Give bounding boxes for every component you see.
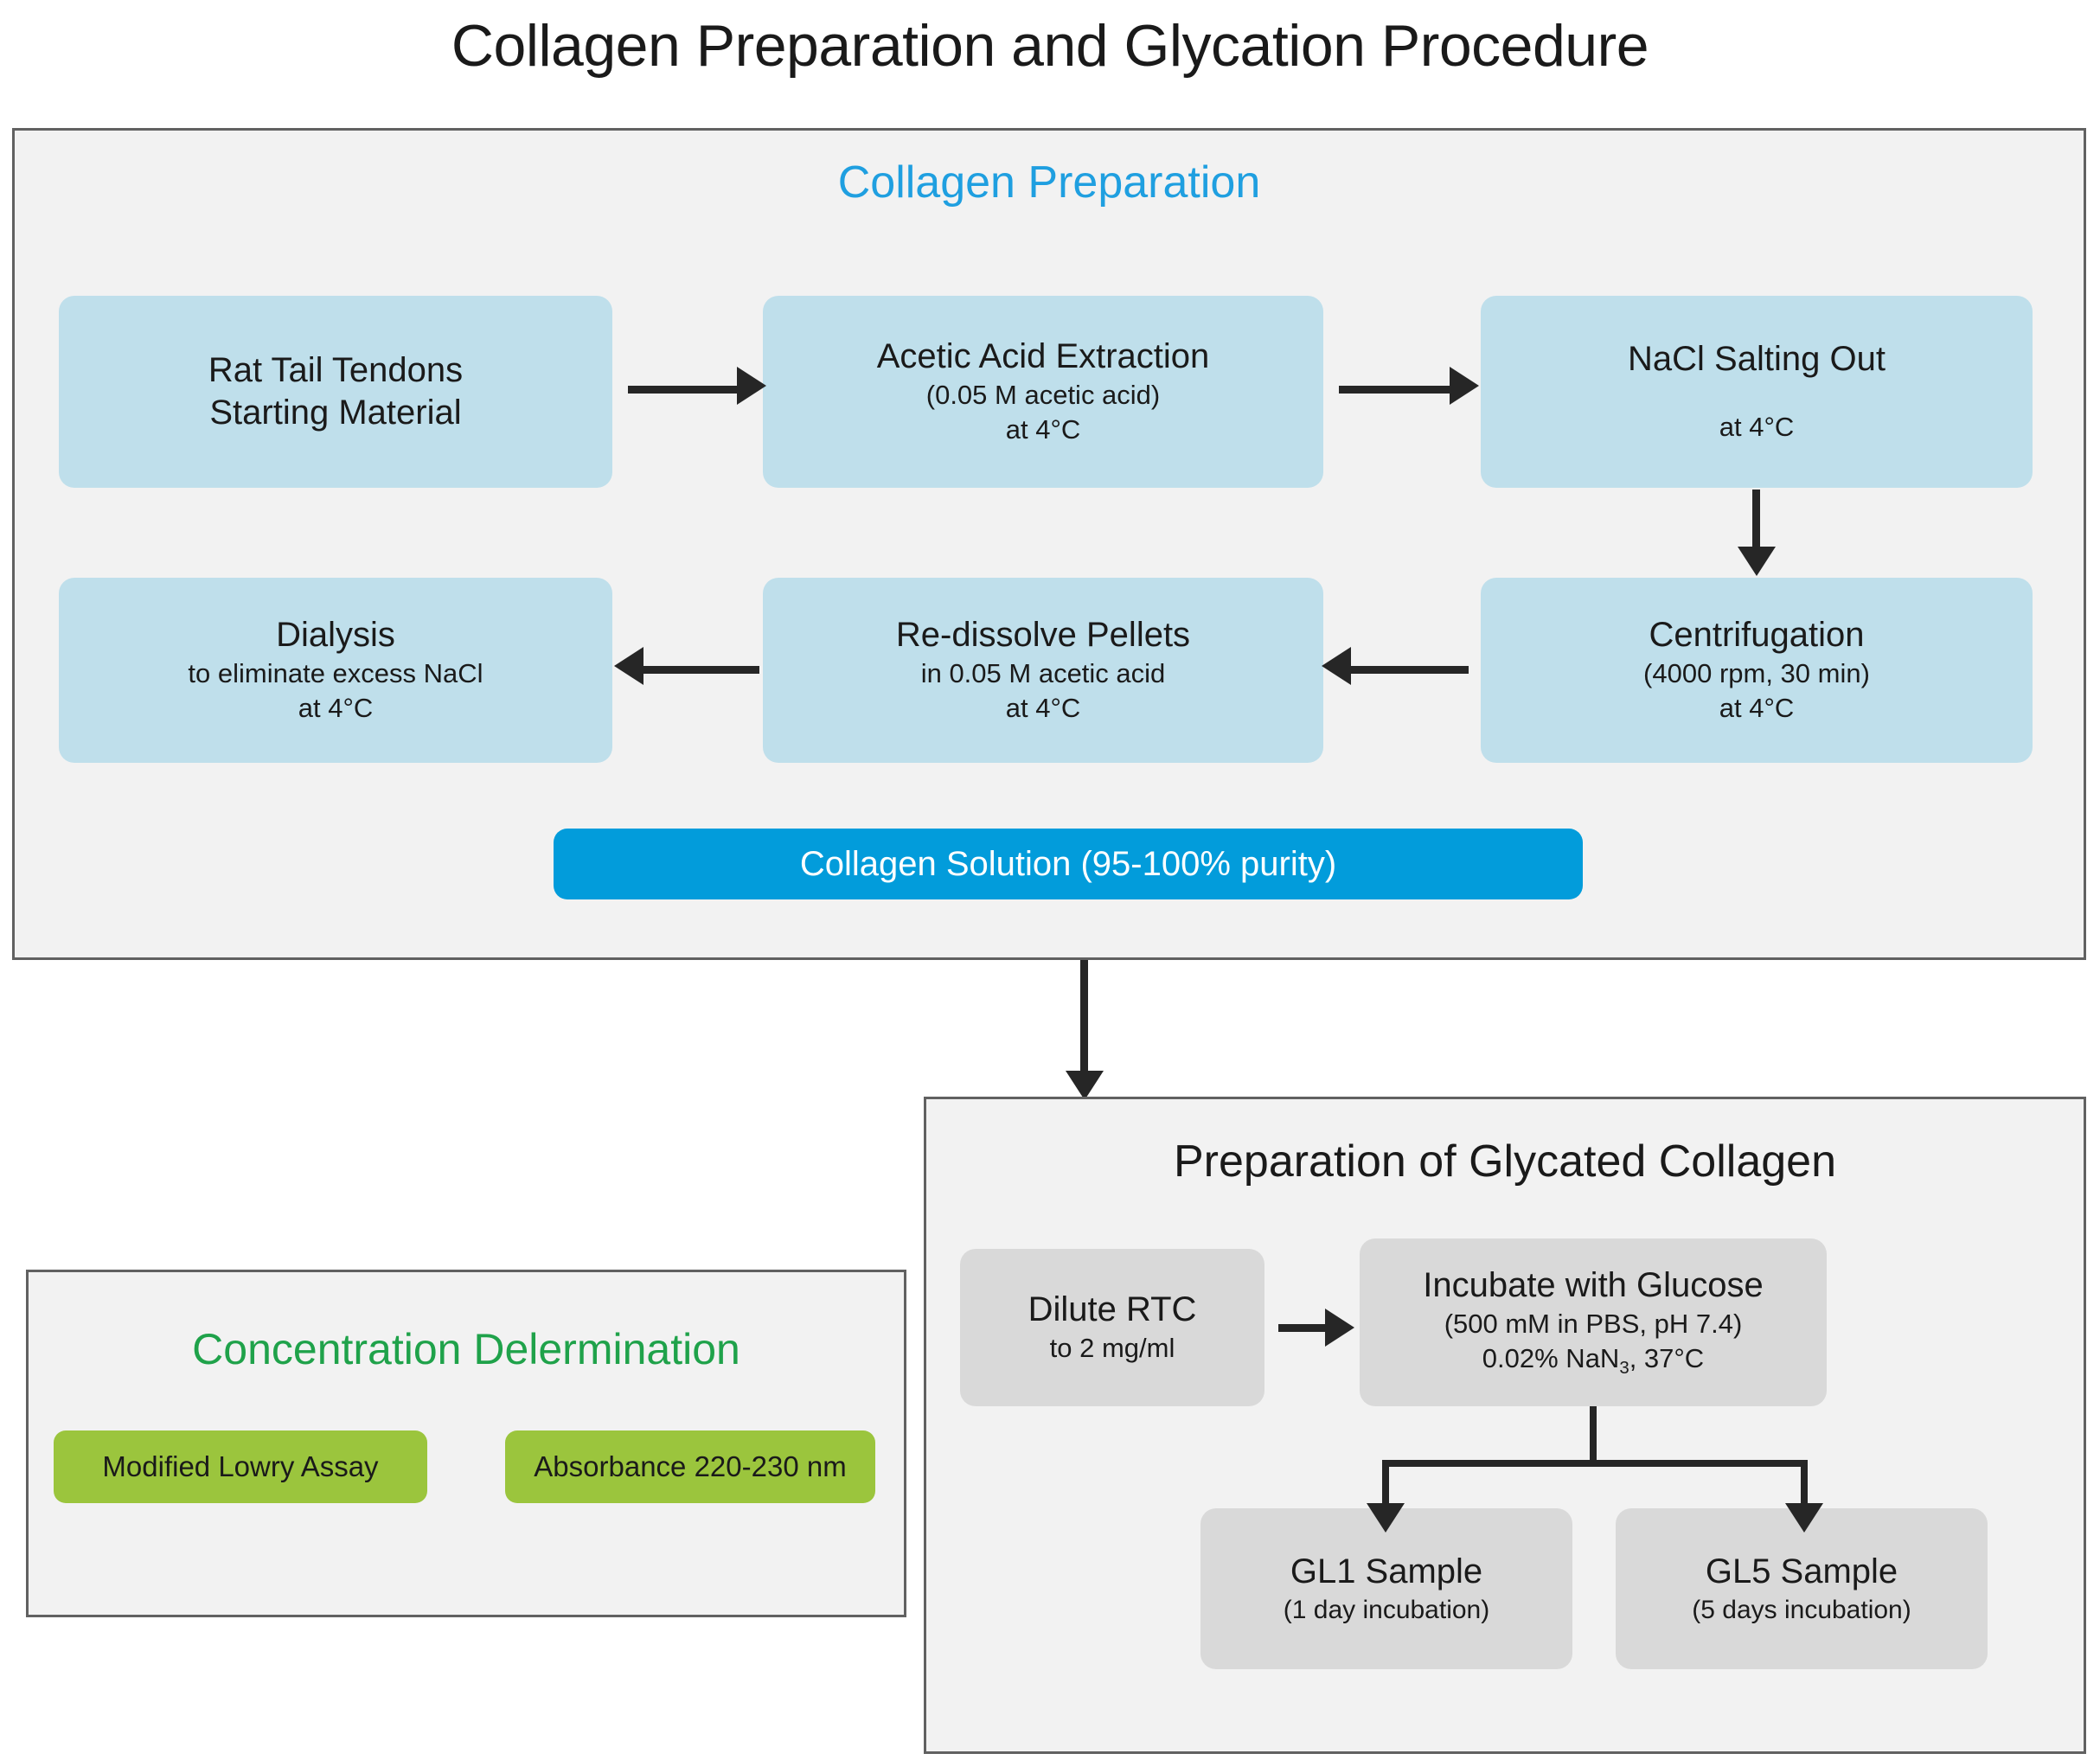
arrow-re-dissolve-to-dialysis	[643, 666, 759, 674]
arrow-centrifugation-to-re-dissolve	[1351, 666, 1469, 674]
step-incubate-with-glucose: Incubate with Glucose (500 mM in PBS, pH…	[1360, 1238, 1827, 1406]
nan3-subscript: 3	[1619, 1358, 1629, 1379]
step-conditions: 0.02% NaN3, 37°C	[1482, 1341, 1704, 1380]
step-centrifugation: Centrifugation (4000 rpm, 30 min) at 4°C	[1481, 578, 2033, 763]
collagen-preparation-panel: Collagen Preparation	[12, 128, 2086, 960]
step-re-dissolve-pellets: Re-dissolve Pellets in 0.05 M acetic aci…	[763, 578, 1323, 763]
fork-leg-gl1	[1382, 1460, 1389, 1508]
arrow-left-icon	[1322, 647, 1351, 685]
step-temperature: at 4°C	[298, 693, 374, 724]
arrow-down-icon	[1066, 1071, 1104, 1100]
sample-gl5: GL5 Sample (5 days incubation)	[1616, 1508, 1988, 1669]
step-title: Re-dissolve Pellets	[895, 616, 1191, 655]
step-title: NaCl Salting Out	[1628, 340, 1886, 379]
step-temperature: at 4°C	[1719, 693, 1795, 724]
arrow-dilute-to-incubate	[1278, 1324, 1332, 1332]
step-title: Centrifugation	[1649, 616, 1865, 655]
step-acetic-acid-extraction: Acetic Acid Extraction (0.05 M acetic ac…	[763, 296, 1323, 488]
fork-leg-gl5	[1801, 1460, 1808, 1508]
arrow-right-icon	[1450, 367, 1479, 405]
step-title: Incubate with Glucose	[1423, 1266, 1764, 1305]
fork-stem	[1590, 1406, 1597, 1463]
collagen-preparation-title: Collagen Preparation	[837, 157, 1261, 208]
sample-detail: (1 day incubation)	[1283, 1595, 1490, 1624]
method-absorbance: Absorbance 220-230 nm	[505, 1430, 875, 1503]
arrow-right-icon	[1325, 1309, 1354, 1347]
step-title: Dialysis	[276, 616, 395, 655]
step-detail: in 0.05 M acetic acid	[920, 658, 1166, 689]
sample-title: GL5 Sample	[1705, 1552, 1898, 1591]
sample-title: GL1 Sample	[1290, 1552, 1483, 1591]
arrow-down-icon	[1738, 547, 1776, 576]
sample-gl1: GL1 Sample (1 day incubation)	[1200, 1508, 1572, 1669]
step-title: Dilute RTC	[1028, 1290, 1197, 1329]
step-detail: to eliminate excess NaCl	[188, 658, 483, 689]
arrow-acetic-acid-to-nacl	[1339, 386, 1450, 394]
arrow-down-icon	[1785, 1503, 1823, 1533]
arrow-down-icon	[1367, 1503, 1405, 1533]
arrow-rat-tail-to-acetic-acid	[628, 386, 737, 394]
concentration-determination-title: Concentration Delermination	[192, 1325, 740, 1373]
method-modified-lowry-assay: Modified Lowry Assay	[54, 1430, 427, 1503]
step-temperature: at 4°C	[1005, 414, 1081, 445]
sample-detail: (5 days incubation)	[1692, 1595, 1911, 1624]
arrow-nacl-to-centrifugation	[1752, 490, 1760, 552]
step-detail: (500 mM in PBS, pH 7.4)	[1444, 1308, 1743, 1339]
step-rat-tail-tendons: Rat Tail Tendons Starting Material	[59, 296, 612, 488]
step-nacl-salting-out: NaCl Salting Out at 4°C	[1481, 296, 2033, 488]
step-dialysis: Dialysis to eliminate excess NaCl at 4°C	[59, 578, 612, 763]
arrow-right-icon	[737, 367, 766, 405]
step-detail: (4000 rpm, 30 min)	[1643, 658, 1870, 689]
collagen-solution-result: Collagen Solution (95-100% purity)	[554, 829, 1583, 899]
step-temperature: at 4°C	[1005, 693, 1081, 724]
step-title: Rat Tail Tendons	[208, 351, 464, 390]
nan3-suffix: , 37°C	[1629, 1343, 1705, 1374]
arrow-preparation-to-glycation	[1080, 960, 1088, 1076]
arrow-left-icon	[614, 647, 643, 685]
page-title: Collagen Preparation and Glycation Proce…	[451, 13, 1649, 79]
step-detail: to 2 mg/ml	[1049, 1333, 1175, 1364]
fork-crossbar	[1382, 1460, 1808, 1467]
step-dilute-rtc: Dilute RTC to 2 mg/ml	[960, 1249, 1264, 1406]
step-title: Acetic Acid Extraction	[876, 337, 1210, 376]
nan3-prefix: 0.02% NaN	[1482, 1343, 1620, 1374]
step-detail: Starting Material	[209, 394, 462, 432]
step-temperature: at 4°C	[1719, 412, 1795, 443]
glycated-collagen-title: Preparation of Glycated Collagen	[1173, 1136, 1836, 1187]
step-detail: (0.05 M acetic acid)	[925, 380, 1161, 411]
